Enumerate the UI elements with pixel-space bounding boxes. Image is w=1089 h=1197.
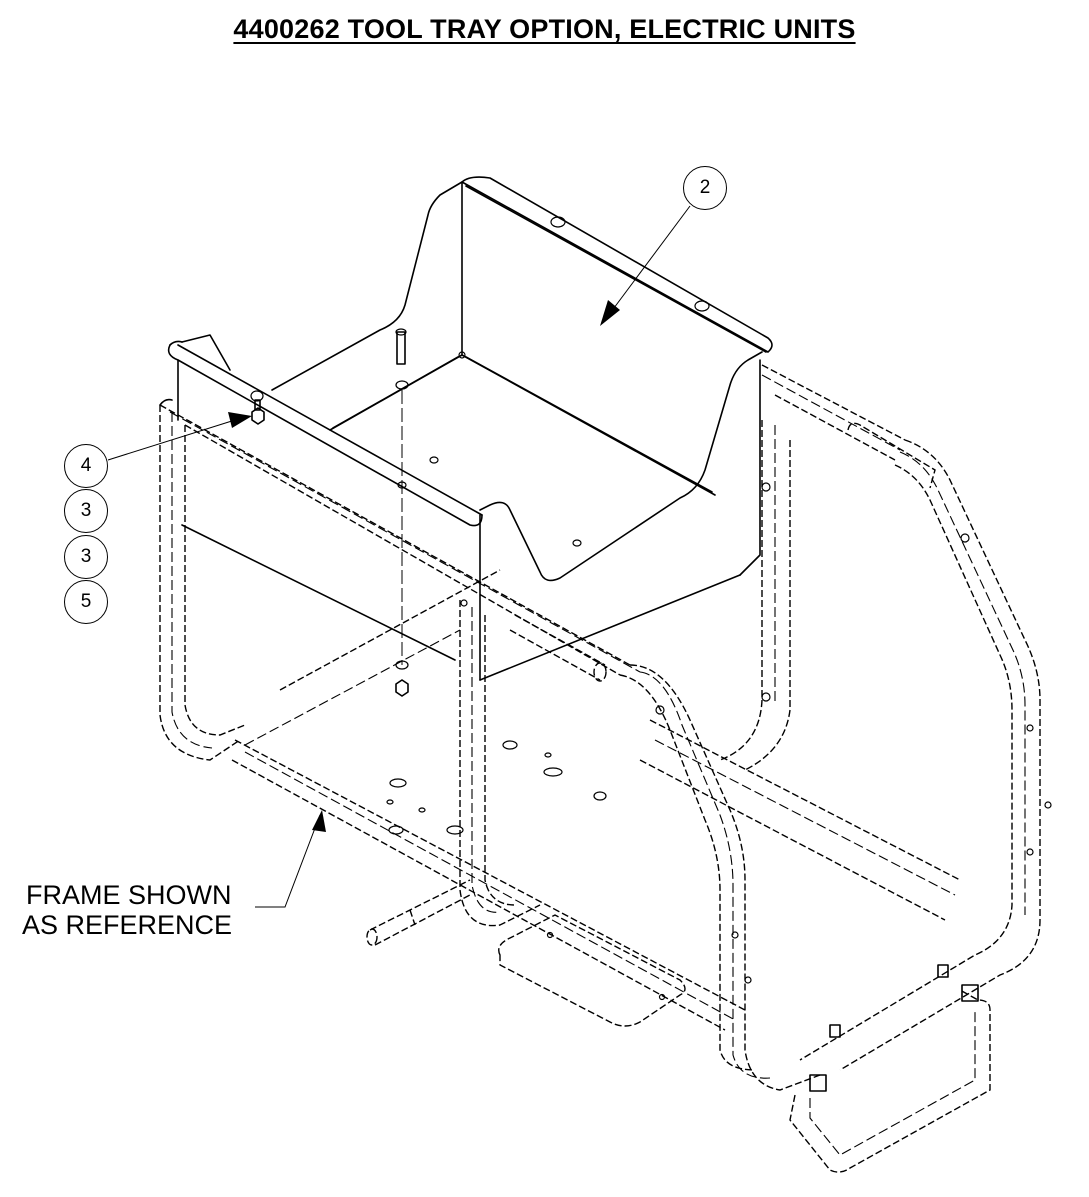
frame-reference-note: FRAME SHOWN AS REFERENCE xyxy=(22,880,232,940)
note-line-2: AS REFERENCE xyxy=(22,910,233,940)
balloon-3a: 3 xyxy=(64,489,108,533)
reference-frame xyxy=(159,364,1052,1173)
balloon-label: 4 xyxy=(80,455,92,476)
leader-lines xyxy=(107,205,691,908)
balloon-5: 5 xyxy=(64,580,108,624)
balloon-label: 3 xyxy=(80,546,92,567)
balloon-label: 3 xyxy=(80,500,92,521)
balloon-3b: 3 xyxy=(64,535,108,579)
bolt-hardware xyxy=(250,328,409,697)
balloon-2: 2 xyxy=(683,166,727,210)
balloon-4: 4 xyxy=(64,444,108,488)
balloon-label: 5 xyxy=(80,591,92,612)
tool-tray xyxy=(167,176,773,681)
balloon-label: 2 xyxy=(699,177,711,198)
drawing-title: 4400262 TOOL TRAY OPTION, ELECTRIC UNITS xyxy=(233,14,856,44)
note-line-1: FRAME SHOWN xyxy=(26,880,232,910)
